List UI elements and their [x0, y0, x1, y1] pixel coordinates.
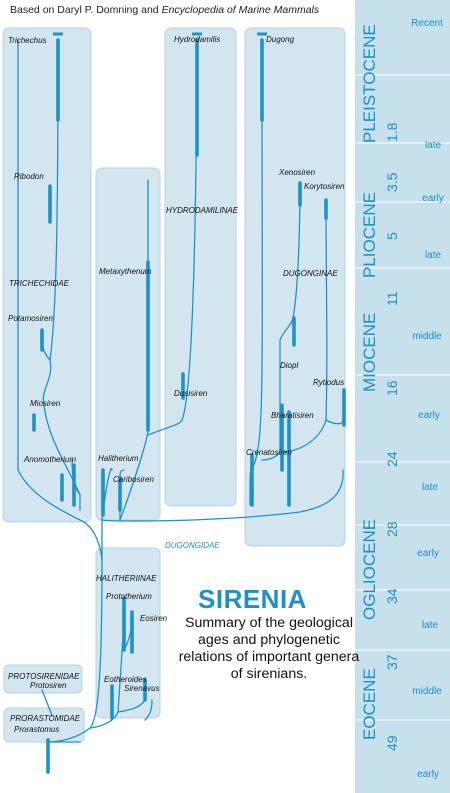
- clade-panels: [2, 27, 346, 743]
- label-dugong: Dugong: [266, 35, 295, 44]
- label-dugongidae: DUGONGIDAE: [165, 541, 220, 550]
- label-crenatosiren: Crenatosiren: [246, 448, 292, 457]
- stage-recent: Recent: [411, 18, 443, 29]
- label-bharatisiren: Bharatisiren: [271, 411, 314, 420]
- label-dioplotherium: Diopl: [280, 361, 298, 370]
- group-labels: TRICHECHIDAE HYDRODAMILINAE DUGONGINAE H…: [8, 206, 338, 723]
- timescale-column: [355, 0, 450, 793]
- epoch-eocene: EOCENE: [360, 668, 379, 740]
- label-hydrodamalinae: HYDRODAMILINAE: [166, 206, 239, 215]
- age-5: 5: [384, 232, 400, 240]
- stage-oligocene-early: early: [417, 548, 439, 559]
- age-24: 24: [384, 451, 400, 467]
- label-trichechus: Trichechus: [8, 36, 47, 45]
- stage-miocene-early: early: [418, 410, 440, 421]
- label-hydrodamalis: Hydrodamilis: [174, 35, 220, 44]
- label-protosirenidae: PROTOSIRENIDAE: [8, 672, 80, 681]
- label-eosiren: Eosiren: [140, 614, 168, 623]
- label-prototherium: Prototherium: [106, 592, 152, 601]
- source-credit: Based on Daryl P. Domning and Encycloped…: [10, 4, 320, 16]
- panel-hydrodamalinae: [164, 27, 237, 507]
- label-halitheriinae: HALITHERIINAE: [96, 574, 157, 583]
- stage-miocene-middle: middle: [412, 331, 442, 342]
- diagram-title: SIRENIA: [198, 584, 307, 614]
- epoch-miocene: MIOCENE: [360, 313, 379, 392]
- age-11: 11: [384, 291, 400, 306]
- panel-dugongidae-core: [95, 167, 161, 521]
- label-halitherium: Halitherium: [98, 454, 139, 463]
- label-prorastomus: Prorastomus: [14, 725, 59, 734]
- stage-pleistocene-late: late: [425, 140, 442, 151]
- label-xenosiren: Xenosiren: [278, 168, 316, 177]
- epoch-pliocene: PLIOCENE: [360, 192, 379, 278]
- age-16: 16: [384, 380, 400, 396]
- label-anomotherium: Anomotherium: [23, 455, 76, 464]
- age-37: 37: [384, 654, 400, 670]
- label-potamosiren: Potamosiren: [8, 314, 53, 323]
- age-49: 49: [384, 735, 400, 751]
- panel-trichechidae: [2, 27, 92, 523]
- label-miosiren: Miosiren: [30, 399, 61, 408]
- label-caribosiren: Caribosiren: [113, 475, 154, 484]
- stage-oligocene-late: late: [422, 482, 439, 493]
- stage-pliocene-early: early: [422, 193, 444, 204]
- label-eotheroides: Eotheroides: [104, 675, 147, 684]
- label-metaxytherium: Metaxythenum: [99, 267, 152, 276]
- age-28: 28: [384, 521, 400, 537]
- label-dugonginae: DUGONGINAE: [283, 269, 338, 278]
- stage-eocene-late: late: [422, 620, 439, 631]
- stage-miocene-late: late: [425, 250, 442, 261]
- age-3.5: 3.5: [384, 172, 400, 192]
- age-1.8: 1.8: [384, 122, 400, 142]
- age-34: 34: [384, 588, 400, 604]
- label-corystosiren: Korytosiren: [304, 182, 345, 191]
- stage-eocene-middle: middle: [412, 686, 442, 697]
- epoch-oligocene: OGLIOCENE: [360, 519, 379, 620]
- label-sirenavus: Sirenavus: [124, 684, 160, 693]
- panel-dugonginae: [244, 27, 346, 547]
- panel-prorastomidae: [3, 707, 85, 743]
- label-prorastomidae: PRORASTOMIDAE: [10, 714, 81, 723]
- label-rytiodus: Rytiodus: [313, 378, 344, 387]
- epoch-pleistocene: PLEISTOCENE: [360, 24, 379, 143]
- label-ribodon: Ribodon: [14, 172, 44, 181]
- genus-labels: Trichechus Ribodon Potamosiren Miosiren …: [8, 35, 345, 734]
- diagram-summary: Summary of the geological ages and phylo…: [178, 615, 360, 682]
- timescale: PLEISTOCENE PLIOCENE MIOCENE OGLIOCENE E…: [355, 0, 450, 793]
- range-bars: [32, 38, 346, 774]
- label-trichechidae: TRICHECHIDAE: [9, 279, 70, 288]
- panel-halitheriinae: [95, 547, 161, 719]
- label-protosiren: Protosiren: [30, 681, 67, 690]
- label-dusisiren: Dusisiren: [174, 389, 208, 398]
- stage-eocene-early: early: [417, 769, 439, 780]
